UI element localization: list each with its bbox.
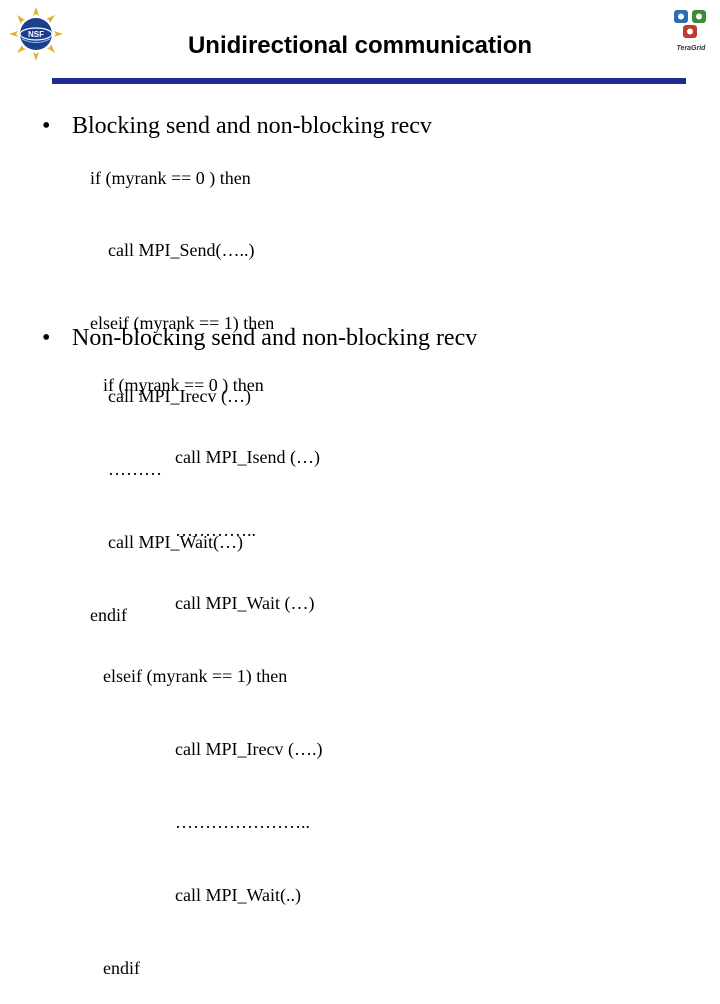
bullet-marker: •: [42, 325, 51, 351]
code-line: call MPI_Wait(..): [103, 884, 302, 905]
slide-title: Unidirectional communication: [187, 32, 533, 59]
code-line: …………………..: [103, 811, 310, 832]
svg-text:NSF: NSF: [28, 30, 44, 39]
nsf-seal-logo: NSF: [9, 7, 63, 61]
code-line: if (myrank == 0 ) then: [90, 167, 251, 188]
code-line: …………..: [103, 520, 256, 541]
code-line: elseif (myrank == 1) then: [90, 313, 275, 334]
code-line: call MPI_Send(…..): [90, 240, 255, 261]
teragrid-logo: TeraGrid: [674, 10, 707, 52]
code-line: ………: [90, 459, 162, 480]
code-line: call MPI_Isend (…): [103, 447, 320, 468]
bullet-marker: •: [42, 113, 51, 139]
code-line: if (myrank == 0 ) then: [103, 374, 264, 395]
code-line: endif: [103, 957, 140, 978]
code-line: call MPI_Irecv (….): [103, 739, 323, 760]
bullet-text: Blocking send and non-blocking recv: [72, 113, 432, 139]
code-line: elseif (myrank == 1) then: [103, 666, 288, 687]
bullet-nonblocking-send: • Non-blocking send and non-blocking recv: [30, 296, 477, 352]
code-line: call MPI_Irecv (…): [90, 386, 251, 407]
svg-text:TeraGrid: TeraGrid: [677, 45, 707, 52]
bullet-blocking-send: • Blocking send and non-blocking recv: [30, 84, 432, 140]
bullet-text: Non-blocking send and non-blocking recv: [72, 325, 478, 351]
code-block-nonblocking-send: if (myrank == 0 ) then call MPI_Isend (……: [103, 324, 322, 1004]
title-underline: [52, 78, 686, 84]
code-line: call MPI_Wait (…): [103, 593, 315, 614]
